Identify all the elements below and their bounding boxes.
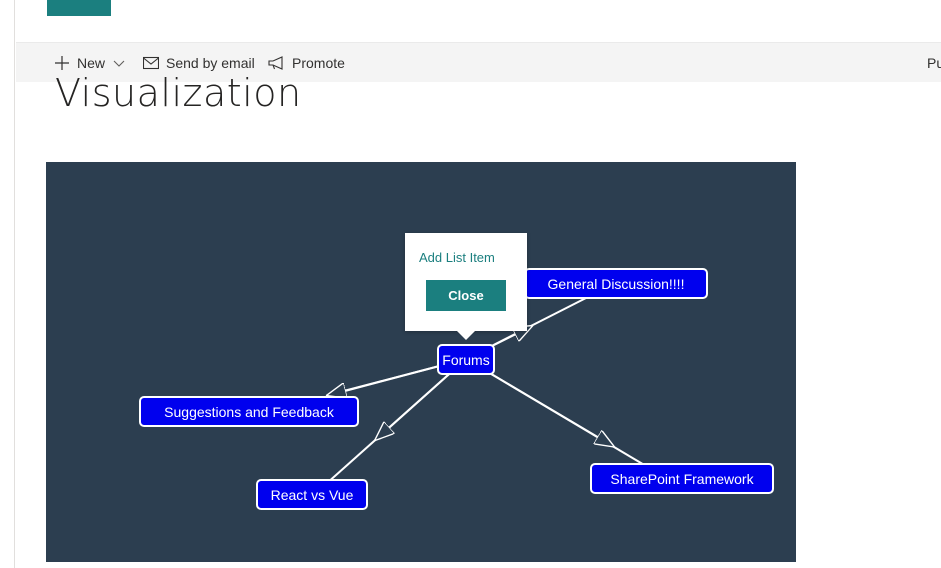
publish-label: Pu [927, 55, 941, 71]
close-button[interactable]: Close [426, 280, 506, 311]
node-sharepoint-framework[interactable]: SharePoint Framework [590, 463, 774, 494]
node-forums[interactable]: Forums [437, 344, 495, 375]
node-general-discussion[interactable]: General Discussion!!!! [524, 268, 708, 299]
command-bar: New Send by email Promote Pu [16, 42, 941, 82]
site-logo[interactable] [47, 0, 111, 16]
megaphone-icon [268, 54, 286, 72]
promote-button[interactable]: Promote [268, 43, 345, 83]
send-by-email-label: Send by email [166, 55, 255, 71]
node-react-vs-vue[interactable]: React vs Vue [256, 479, 368, 510]
graph-edges [46, 297, 647, 485]
mail-icon [142, 54, 160, 72]
left-rail [0, 0, 15, 568]
promote-label: Promote [292, 55, 345, 71]
add-list-item-link[interactable]: Add List Item [419, 250, 495, 265]
node-suggestions-and-feedback[interactable]: Suggestions and Feedback [139, 396, 359, 427]
send-by-email-button[interactable]: Send by email [142, 43, 255, 83]
page-title: Visualization [55, 71, 302, 114]
new-button[interactable]: New [53, 43, 125, 83]
graph-canvas[interactable]: Forums General Discussion!!!! Suggestion… [46, 162, 796, 562]
new-button-label: New [77, 55, 106, 71]
plus-icon [53, 54, 71, 72]
publish-button[interactable]: Pu [927, 43, 941, 83]
node-popup: Add List Item Close [405, 233, 527, 340]
chevron-down-icon[interactable] [113, 57, 125, 69]
